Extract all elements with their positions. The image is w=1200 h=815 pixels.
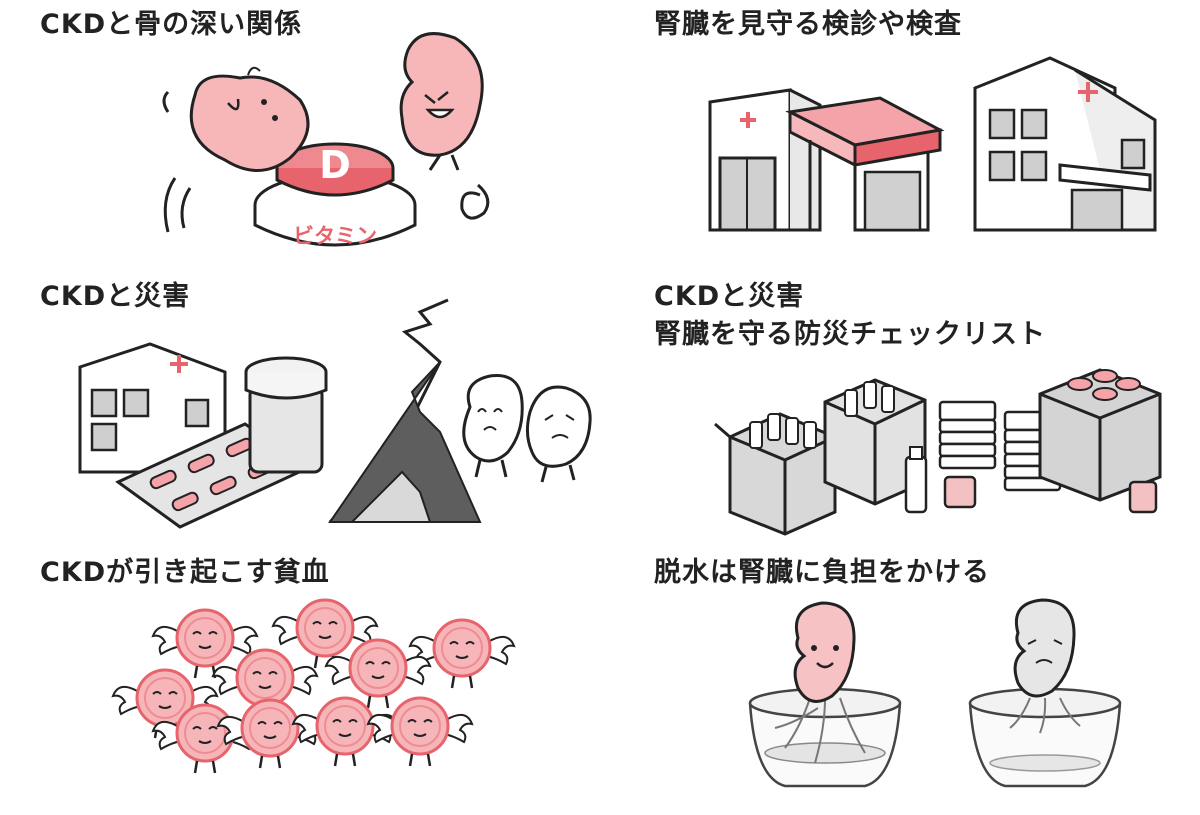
panel-title[interactable]: 脱水は腎臓に負担をかける <box>654 557 990 588</box>
panel-disaster-checklist[interactable]: CKDと災害 腎臓を守る防災チェックリスト <box>610 272 1200 539</box>
disaster-medicine-illustration <box>78 298 592 529</box>
panel-title[interactable]: CKDと災害 <box>654 281 805 312</box>
emergency-supplies-illustration <box>714 368 1162 536</box>
vitamin-d-letter: D <box>319 143 351 187</box>
panel-subtitle[interactable]: 腎臓を守る防災チェックリスト <box>654 319 1046 350</box>
vitamin-d-kidneys-illustration: ビタミン D <box>162 32 490 248</box>
panel-ckd-anemia[interactable]: CKDが引き起こす貧血 <box>0 548 600 815</box>
panel-title[interactable]: 腎臓を見守る検診や検査 <box>654 9 962 40</box>
panel-ckd-disaster[interactable]: CKDと災害 <box>0 272 600 539</box>
dehydrated-kidney-illustration <box>748 598 1122 788</box>
panel-title[interactable]: CKDと骨の深い関係 <box>40 9 303 40</box>
panel-title[interactable]: CKDと災害 <box>40 281 191 312</box>
hospitals-illustration <box>708 56 1157 232</box>
vitamin-label: ビタミン <box>293 224 377 248</box>
red-blood-cells-illustration <box>111 598 516 775</box>
panel-kidney-checkup[interactable]: 腎臓を見守る検診や検査 <box>610 0 1200 267</box>
panel-title[interactable]: CKDが引き起こす貧血 <box>40 557 330 588</box>
panel-ckd-bone[interactable]: CKDと骨の深い関係 ビタミン D <box>0 0 600 267</box>
panel-dehydration[interactable]: 脱水は腎臓に負担をかける <box>610 548 1200 815</box>
